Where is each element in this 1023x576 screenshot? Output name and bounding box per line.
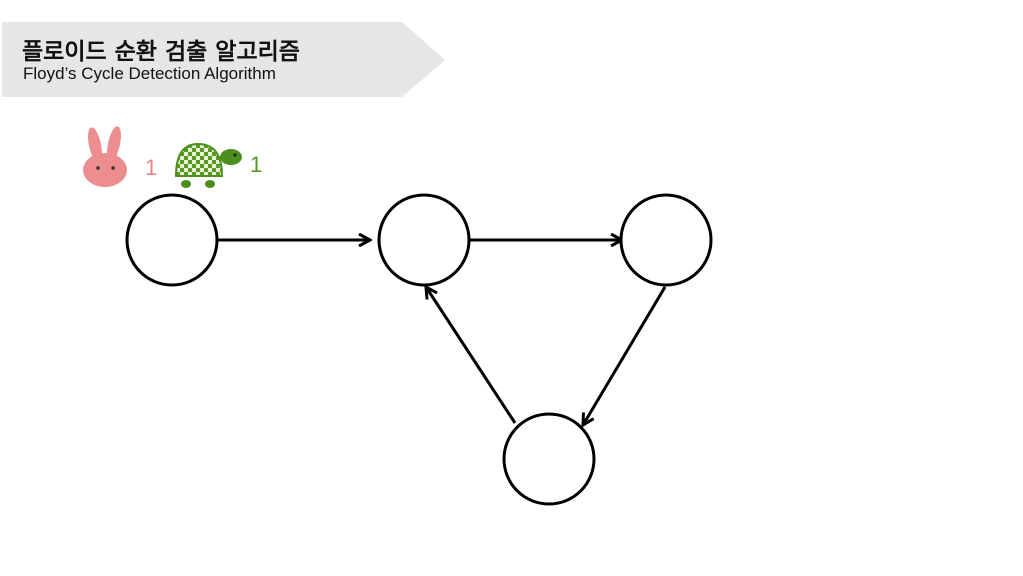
title-banner	[2, 22, 445, 97]
turtle-icon	[174, 142, 242, 188]
node-4	[502, 412, 596, 506]
page-title: 플로이드 순환 검출 알고리즘	[22, 39, 300, 65]
rabbit-icon	[83, 126, 127, 187]
hare-position-label: 1	[145, 155, 158, 180]
tortoise-position-label: 1	[250, 152, 263, 177]
edge-node-3-to-node-4	[583, 286, 667, 425]
node-2	[377, 193, 471, 287]
page-subtitle: Floyd’s Cycle Detection Algorithm	[23, 64, 276, 83]
node-1	[125, 193, 219, 287]
node-3	[619, 193, 713, 287]
edge-node-4-to-node-2	[426, 287, 517, 424]
